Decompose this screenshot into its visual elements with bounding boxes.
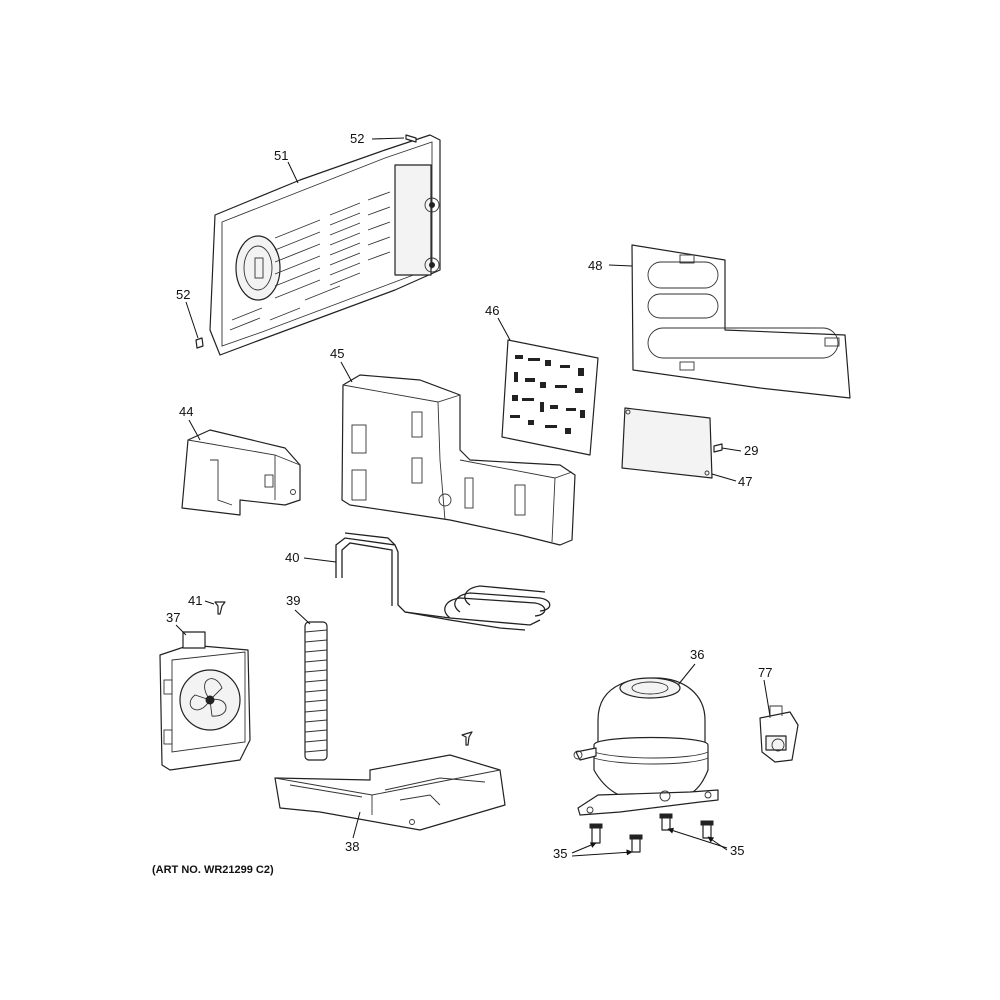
callout-29: 29 [744,443,758,458]
callout-48: 48 [588,258,602,273]
part-48-cover-panel [631,244,851,399]
callout-40: 40 [285,550,299,565]
part-35-bolt-c [659,813,673,831]
tray-screw [461,731,473,746]
part-47-module-board [621,407,713,479]
callout-51: 51 [274,148,288,163]
callout-35-right: 35 [730,843,744,858]
part-39-drain-hose [304,621,328,761]
callout-47: 47 [738,474,752,489]
callout-52-top: 52 [350,131,364,146]
part-29-fastener [713,443,723,453]
part-52-screw-top [405,134,417,143]
leader-lines [175,137,771,857]
callout-37: 37 [166,610,180,625]
part-35-bolt-d [700,820,714,839]
callout-52-left: 52 [176,287,190,302]
callout-39: 39 [286,593,300,608]
part-40-heater-tube [335,532,551,631]
callout-38: 38 [345,839,359,854]
part-77-relay [759,705,799,763]
part-38-drain-tray [274,754,506,831]
part-52-screw-left [195,337,204,349]
part-36-compressor [573,677,719,816]
part-46-control-board [501,339,599,456]
callout-46: 46 [485,303,499,318]
part-41-screw [214,601,226,615]
part-35-bolt-a [589,823,603,844]
part-45-control-housing [341,374,576,546]
part-51-rear-panel [209,134,441,356]
callout-35-left: 35 [553,846,567,861]
callout-36: 36 [690,647,704,662]
callout-44: 44 [179,404,193,419]
part-37-fan-assembly [159,631,251,771]
callout-77: 77 [758,665,772,680]
callout-45: 45 [330,346,344,361]
part-35-bolt-b [629,834,643,853]
part-44-bracket [181,429,301,516]
art-number: (ART NO. WR21299 C2) [152,864,274,876]
callout-41: 41 [188,593,202,608]
